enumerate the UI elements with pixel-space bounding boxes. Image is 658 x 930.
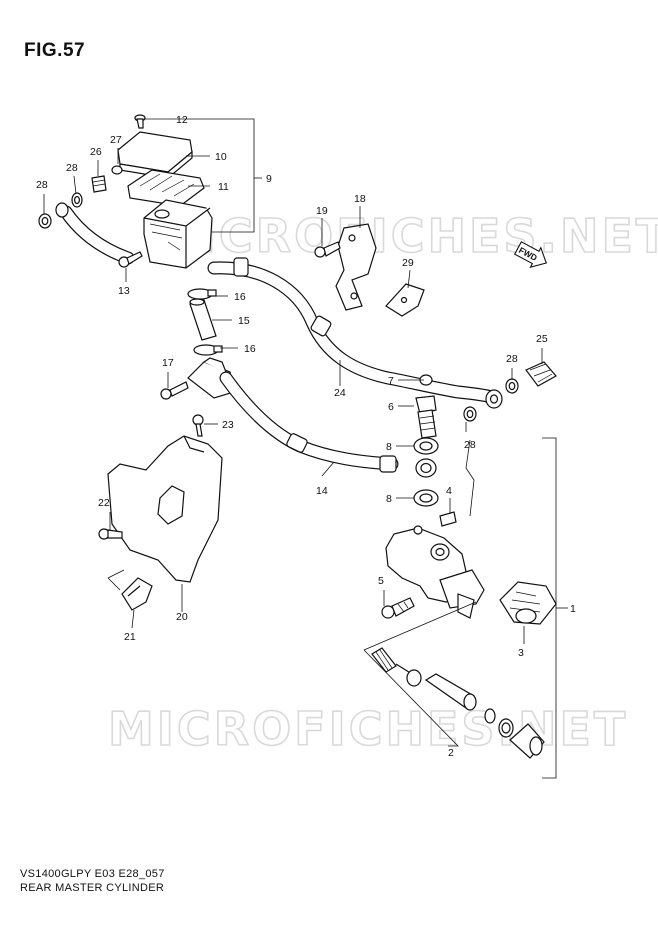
callout-8b: 8: [386, 493, 392, 505]
ring-part: [498, 718, 514, 738]
figure-title: FIG.57: [24, 40, 86, 61]
cup-part: [406, 669, 422, 687]
union-bolt-26-part: [91, 175, 107, 193]
callout-12: 12: [176, 114, 188, 126]
bolt-17-part: [160, 381, 189, 400]
callout-28c: 28: [506, 353, 518, 365]
washer-8b-part: [413, 489, 439, 507]
callout-6: 6: [388, 401, 394, 413]
callout-20: 20: [176, 611, 188, 623]
callouts: 12 27 10 26 28 11 9 28 13 16 15 16 17 23…: [36, 114, 576, 759]
callout-21: 21: [124, 631, 136, 643]
reservoir-diaphragm-part: [127, 169, 205, 207]
callout-28d: 28: [464, 439, 476, 451]
boot-3-part: [499, 581, 557, 625]
callout-16a: 16: [234, 291, 246, 303]
washer-28b-part: [38, 213, 52, 229]
callout-16b: 16: [244, 343, 256, 355]
callout-8a: 8: [386, 441, 392, 453]
watermark-upper: MICROFICHES.NET: [150, 209, 658, 263]
bracket-18-part: [335, 223, 377, 311]
hose-15-part: [189, 298, 217, 341]
callout-3: 3: [518, 647, 524, 659]
callout-2: 2: [448, 747, 454, 759]
callout-27: 27: [110, 134, 122, 146]
callout-23: 23: [222, 419, 234, 431]
callout-19: 19: [316, 205, 328, 217]
callout-14: 14: [316, 485, 328, 497]
clamp-16b-part: [193, 344, 223, 356]
model-code: VS1400GLPY E03 E28_057: [20, 868, 165, 880]
reservoir-body-part: [143, 199, 213, 269]
heat-shield-20-part: [107, 435, 223, 583]
screw-19-part: [314, 241, 341, 258]
callout-15: 15: [238, 315, 250, 327]
bolt-5-part: [381, 597, 415, 619]
cap-27-part: [111, 165, 123, 175]
callout-17: 17: [162, 357, 174, 369]
boot-end-part: [509, 723, 545, 759]
screw-23-part: [192, 414, 204, 437]
callout-1: 1: [570, 603, 576, 615]
callout-4: 4: [446, 485, 452, 497]
callout-13: 13: [118, 285, 130, 297]
washer-28d-part: [463, 406, 477, 422]
spring-part: [371, 647, 413, 675]
reservoir-cap-part: [117, 131, 193, 179]
washer-8a-part: [413, 437, 439, 455]
washer-28c-part: [505, 378, 519, 394]
screw-22-part: [98, 528, 123, 540]
callout-9: 9: [266, 173, 272, 185]
callout-28a: 28: [66, 162, 78, 174]
callout-18: 18: [354, 193, 366, 205]
callout-22: 22: [98, 497, 110, 509]
callout-11: 11: [218, 181, 229, 193]
circlip-part: [484, 708, 496, 724]
watermark-lower: MICROFICHES.NET: [108, 702, 628, 756]
piston-part: [424, 673, 477, 711]
fitting-end-part: [415, 458, 437, 478]
callout-24: 24: [334, 387, 346, 399]
banjo-end-part: [485, 389, 503, 409]
screw-12-part: [134, 114, 146, 129]
leader-lines: [43, 118, 568, 779]
union-bolt-25-part: [525, 361, 557, 387]
fwd-arrow-icon: FWD: [513, 241, 547, 268]
union-bolt-6-part: [415, 395, 437, 439]
callout-29: 29: [402, 257, 414, 269]
callout-7: 7: [388, 375, 394, 387]
clamp-screw-13-part: [118, 251, 143, 268]
callout-28b: 28: [36, 179, 48, 191]
plate-29-part: [385, 283, 425, 317]
washer-28a-part: [71, 192, 83, 208]
master-cylinder-body-part: [385, 525, 485, 619]
figure-name: REAR MASTER CYLINDER: [20, 882, 165, 894]
callout-25: 25: [536, 333, 548, 345]
clip-21-part: [121, 577, 153, 611]
clamp-16a-part: [187, 288, 217, 300]
callout-26: 26: [90, 146, 102, 158]
callout-5: 5: [378, 575, 384, 587]
callout-10: 10: [215, 151, 227, 163]
cotter-pin-4-part: [439, 511, 457, 527]
